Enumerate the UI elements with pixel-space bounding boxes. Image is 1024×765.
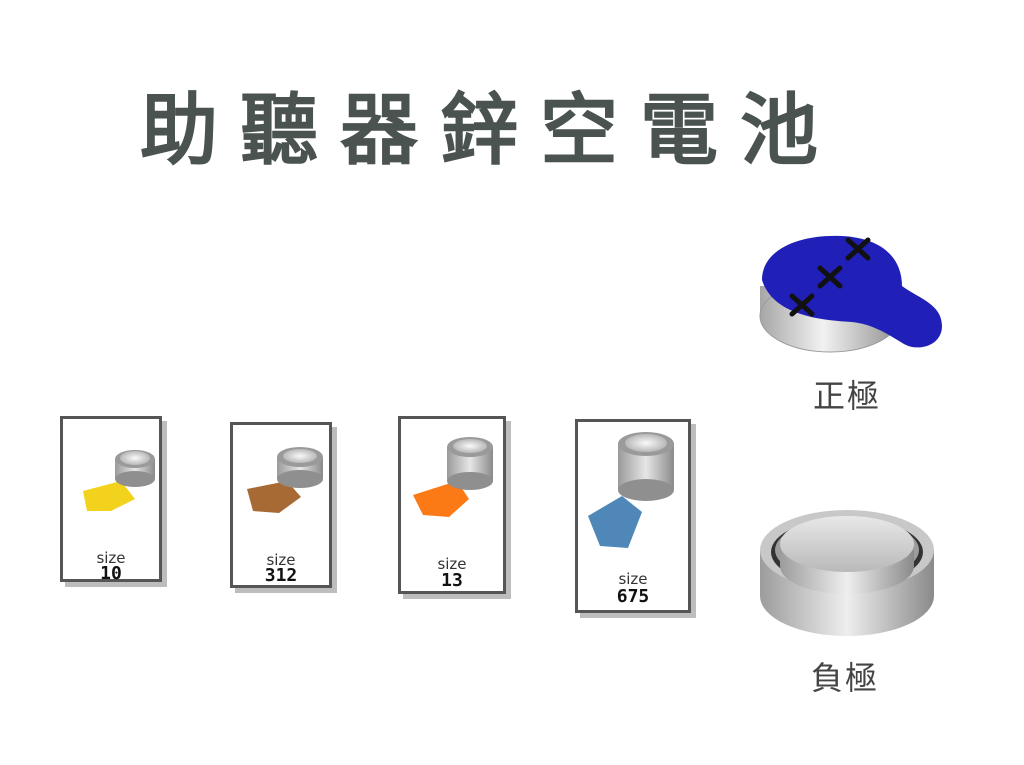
- size-label-10: size: [96, 549, 126, 567]
- battery-10-image: [83, 450, 155, 511]
- size-value-312: 312: [264, 565, 298, 586]
- battery-10-tab: [83, 481, 135, 511]
- size-label-312: size: [266, 551, 296, 569]
- battery-13-image: [413, 437, 493, 517]
- positive-cross-marks: [789, 237, 871, 317]
- positive-pole-battery: [759, 235, 942, 353]
- positive-pole-label: 正極: [813, 377, 882, 415]
- battery-675-tab: [588, 496, 642, 548]
- battery-312-tab: [247, 481, 301, 513]
- battery-card-675: size 675: [575, 419, 691, 613]
- battery-card-10: size 10: [60, 416, 162, 584]
- battery-card-13: size 13: [398, 416, 506, 594]
- battery-312-image: [247, 447, 323, 513]
- battery-675-image: [588, 432, 674, 548]
- size-label-675: size: [618, 570, 648, 588]
- negative-pole-label: 負極: [811, 659, 880, 697]
- size-value-10: 10: [100, 563, 122, 584]
- page-title: 助聽器鋅空電池: [140, 86, 841, 176]
- size-value-675: 675: [616, 586, 650, 607]
- battery-13-tab: [413, 481, 469, 517]
- positive-blue-tab: [762, 235, 942, 348]
- size-label-13: size: [437, 555, 467, 573]
- negative-pole-battery: [760, 510, 934, 636]
- battery-card-312: size 312: [230, 422, 332, 588]
- size-value-13: 13: [441, 570, 463, 591]
